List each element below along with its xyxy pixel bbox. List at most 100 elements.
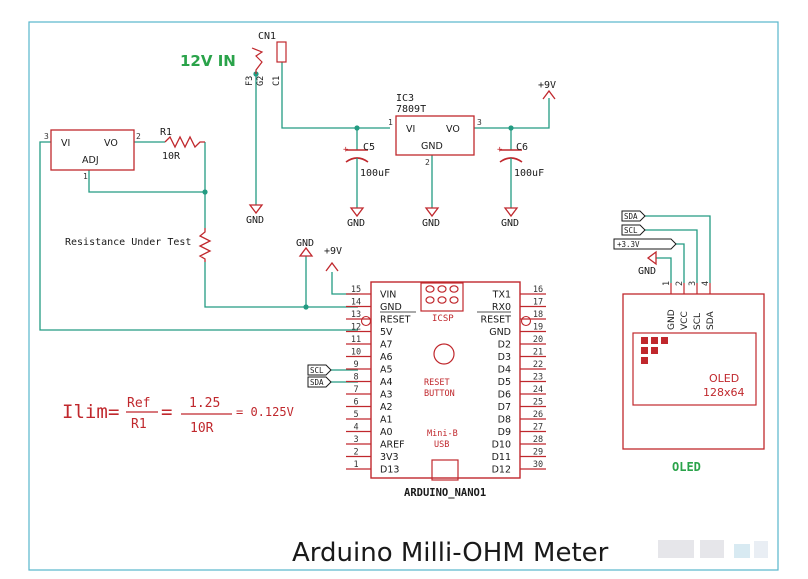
pin-name: SDA (706, 311, 716, 330)
lm317-vo: VO (104, 138, 118, 149)
mount-hole-right (520, 315, 532, 327)
current-limit-formula: Ilim = Ref R1 = 1.25 10R = 0.125V (62, 396, 294, 436)
pin-number: 4 (353, 423, 358, 433)
formula-result: = 0.125V (236, 405, 294, 419)
ic3-body (395, 115, 475, 156)
cn1-pin-c1: C1 (272, 76, 282, 86)
formula-lhs: Ilim (62, 401, 108, 423)
formula-num2: 1.25 (189, 396, 220, 411)
resistor-r1: R1 10R (160, 127, 205, 162)
pin-name: D3 (498, 352, 511, 363)
wires (39, 62, 711, 383)
regulator-ic3: IC3 7809T VI VO GND 1 3 2 (388, 93, 482, 167)
nano-net-tags: SCL SDA (307, 364, 332, 388)
pin-number: 18 (533, 310, 543, 320)
c6-value: 100uF (514, 168, 544, 179)
svg-text:+3.3V: +3.3V (617, 240, 640, 249)
svg-text:=: = (108, 401, 119, 423)
reset-button-label-2: BUTTON (424, 389, 455, 399)
nano-name: ARDUINO_NANO1 (404, 487, 486, 499)
ic3-part: 7809T (396, 104, 426, 115)
schematic-frame (28, 21, 779, 571)
nano-right-pins: 16TX117RX018RESET19GND20D221D322D423D524… (477, 285, 546, 476)
mount-hole-left (360, 315, 372, 327)
pin-number: 20 (533, 335, 543, 345)
pin-name: D7 (498, 402, 511, 413)
ic3-ref: IC3 (396, 93, 414, 104)
gnd-symbols: GND GND GND GND GND GND (246, 204, 657, 277)
rut-label: Resistance Under Test (65, 237, 191, 248)
junctions (202, 71, 514, 310)
pin-number: 2 (353, 448, 358, 458)
gnd-symbol-oled: GND (638, 250, 657, 277)
oled-screen-text-1: OLED (709, 372, 739, 385)
svg-text:=: = (161, 401, 172, 423)
cn1-pin-g2: G2 (256, 76, 266, 86)
pin-name: D8 (498, 415, 511, 426)
pin-number: 16 (533, 285, 543, 295)
lm317-pin3: 3 (44, 132, 49, 141)
pin-number: 25 (533, 398, 543, 408)
lm317-pin1: 1 (83, 172, 88, 181)
pin-name: D6 (498, 390, 511, 401)
usb-connector (431, 459, 459, 481)
lm317-body (50, 129, 135, 171)
pin-name: GND (380, 302, 402, 313)
lm317-vi: VI (61, 138, 70, 149)
c5-ref: C5 (363, 142, 375, 153)
pin-number: 27 (533, 423, 543, 433)
page-title: Arduino Milli-OHM Meter (292, 538, 609, 568)
pin-name: 5V (380, 327, 393, 338)
ic3-vi: VI (406, 124, 415, 135)
pin-number: 15 (351, 285, 361, 295)
gnd-symbol: GND (501, 207, 519, 229)
pin-number: 12 (351, 323, 361, 333)
svg-text:SDA: SDA (624, 212, 638, 221)
svg-text:+: + (497, 145, 503, 155)
svg-text:SCL: SCL (624, 226, 638, 235)
pin-name: VIN (380, 290, 396, 301)
pin-number: 30 (533, 460, 543, 470)
gnd-symbol: GND (347, 207, 365, 229)
input-label: 12V IN (180, 52, 236, 70)
svg-text:+: + (343, 145, 349, 155)
pin-number: 5 (353, 410, 358, 420)
pin-number: 3 (353, 435, 358, 445)
svg-text:GND: GND (296, 238, 314, 249)
oled-caption: OLED (672, 460, 701, 474)
cn1-pin-f3: F3 (245, 76, 255, 86)
pin-name: VCC (680, 311, 690, 330)
plus9v-label-nano: +9V (324, 246, 342, 257)
formula-den2: 10R (190, 421, 214, 436)
ic3-pin3: 3 (477, 118, 482, 127)
svg-text:GND: GND (347, 218, 365, 229)
pin-name: D9 (498, 427, 511, 438)
pin-number: 8 (353, 373, 358, 383)
nano-pin-27: 27 D9 (498, 423, 546, 438)
lm317-adj: ADJ (82, 155, 99, 166)
net-tag-scl-oled: SCL (621, 224, 646, 236)
oled-screen-text-2: 128x64 (703, 386, 745, 399)
pin-number: 9 (353, 360, 358, 370)
pin-name: A1 (380, 415, 393, 426)
pin-name: D4 (498, 365, 511, 376)
r1-ref: R1 (160, 127, 172, 138)
capacitor-c6: + C6 100uF (497, 142, 544, 179)
svg-text:GND: GND (246, 215, 264, 226)
pin-name: D2 (498, 340, 511, 351)
